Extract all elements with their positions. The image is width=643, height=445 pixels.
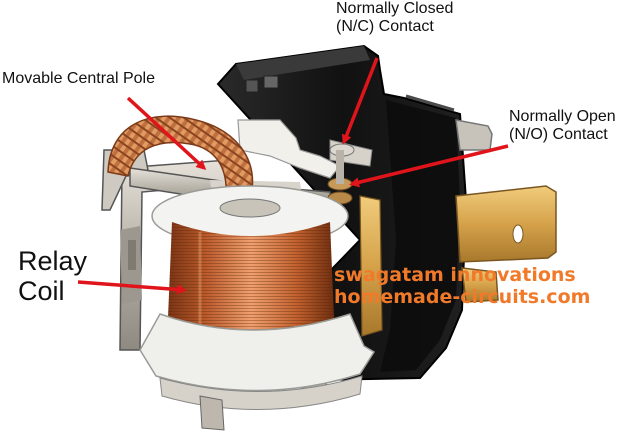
relay-coil — [168, 222, 334, 332]
watermark-line2: homemade-circuits.com — [334, 285, 591, 308]
contacts — [327, 143, 355, 205]
label-coil-line1: Relay — [18, 246, 88, 276]
label-coil-line2: Coil — [18, 276, 65, 307]
watermark-line1: swagatam innovations — [334, 264, 576, 286]
label-nc-line1: Normally Closed — [336, 0, 454, 17]
arrow-relay-coil — [77, 280, 187, 295]
bobbin-base — [139, 313, 376, 392]
arrow-no-contact — [349, 144, 509, 188]
label-normally-closed: Normally Closed (N/C) Contact — [336, 0, 453, 37]
label-relay-coil: Relay Coil — [18, 246, 87, 306]
label-normally-open: Normally Open (N/O) Contact — [509, 108, 616, 145]
label-no-line2: (N/O) Contact — [509, 126, 608, 144]
label-movable-central-pole: Movable Central Pole — [2, 70, 155, 87]
label-nc-line2: (N/C) Contact — [336, 18, 434, 36]
contact-side-bracket — [359, 195, 383, 337]
watermark: swagatam innovations homemade-circuits.c… — [334, 264, 591, 309]
label-no-line1: Normally Open — [509, 108, 616, 125]
arrow-movable-pole — [126, 96, 207, 171]
arrow-nc-contact — [341, 57, 379, 145]
pointer-arrows — [77, 57, 509, 295]
